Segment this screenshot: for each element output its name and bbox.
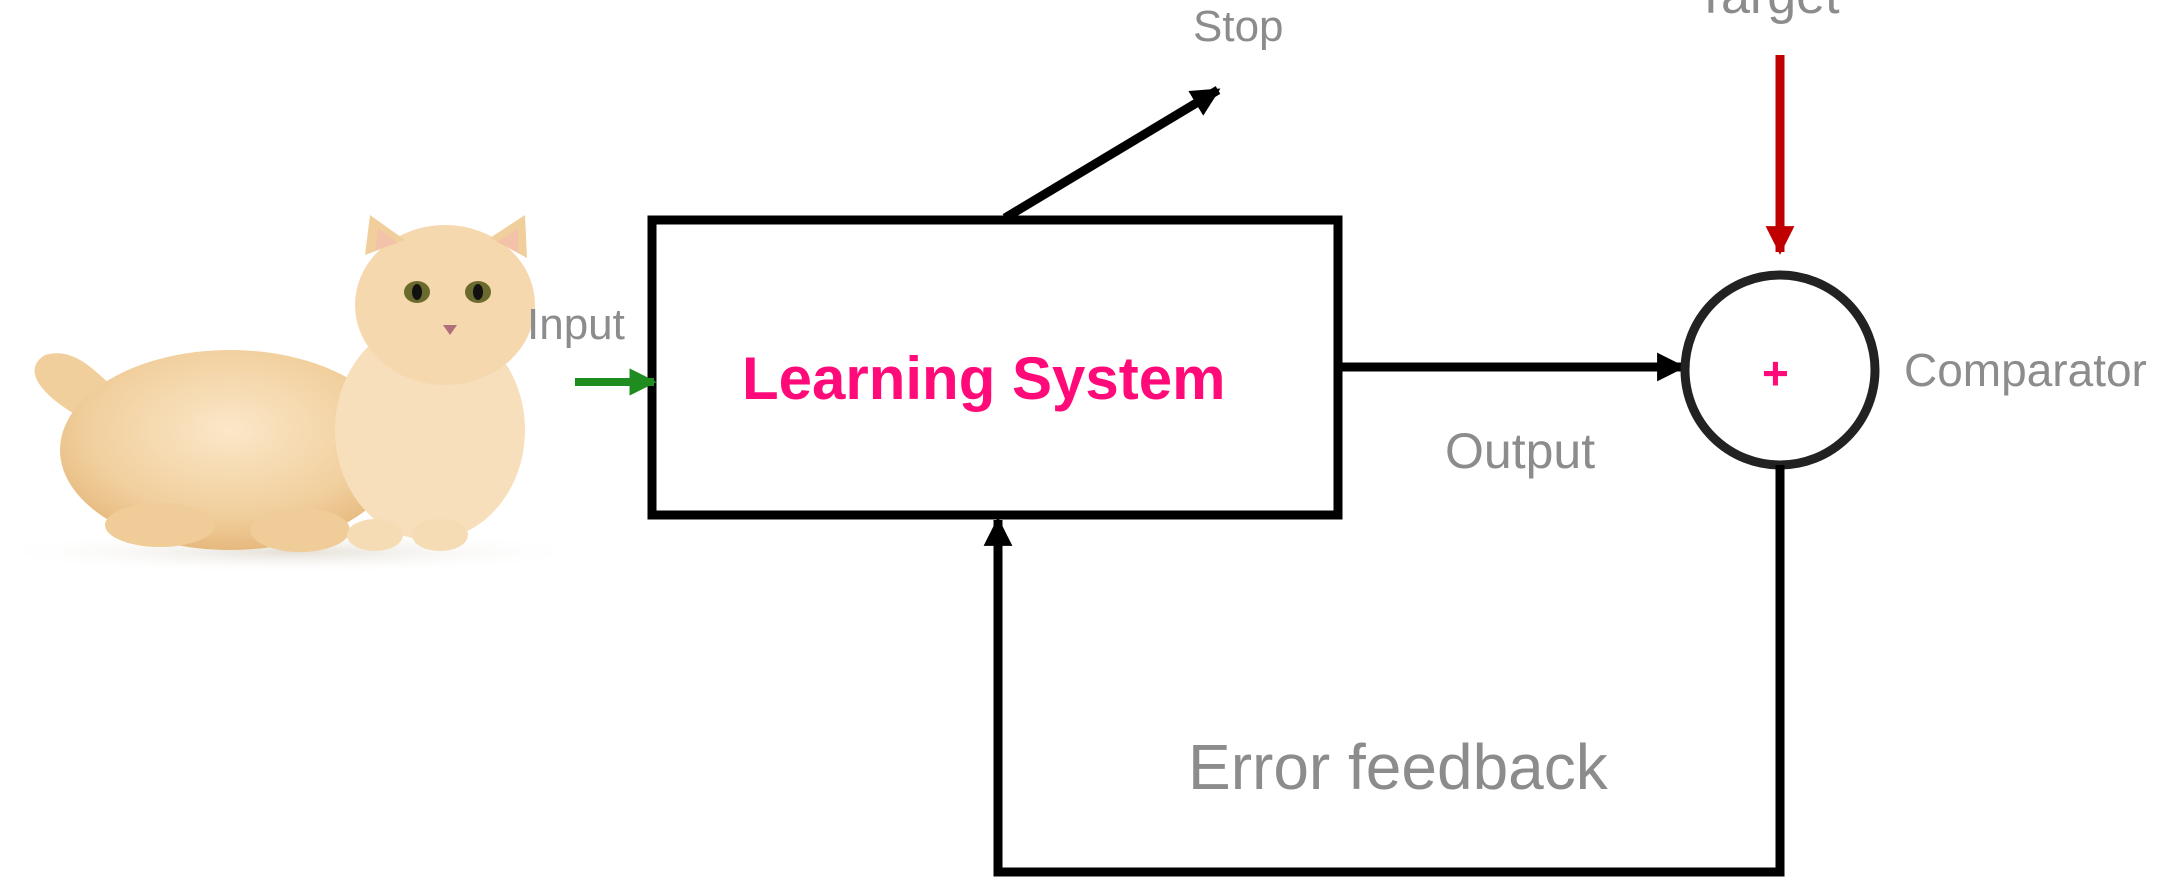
error-feedback-label: Error feedback — [1188, 731, 1608, 803]
learning-system-label: Learning System — [742, 345, 1226, 412]
error-feedback-line — [983, 465, 1785, 877]
target-label: Target — [1695, 0, 1840, 26]
input-label: Input — [527, 300, 625, 349]
comparator-plus: + — [1762, 347, 1789, 399]
learning-system-box — [647, 215, 1343, 520]
comparator-label: Comparator — [1904, 344, 2147, 396]
output-label: Output — [1445, 423, 1596, 479]
cat-icon — [0, 215, 590, 574]
stop-label: Stop — [1193, 2, 1284, 51]
stop-arrow — [1002, 86, 1221, 222]
